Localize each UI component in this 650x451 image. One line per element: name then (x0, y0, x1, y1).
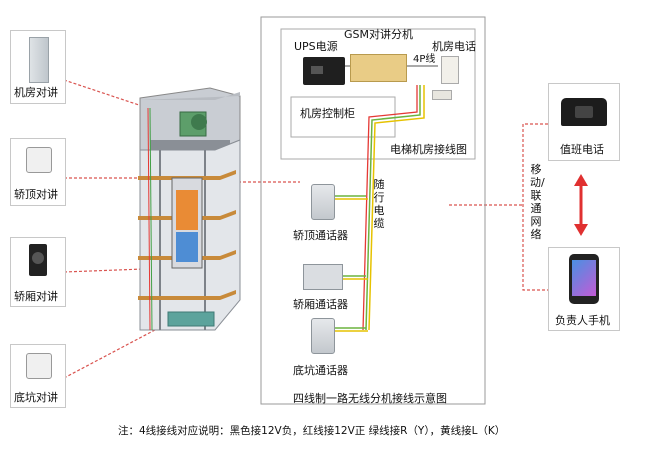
intercom-panel-icon (26, 147, 52, 173)
wall-speaker-icon (29, 37, 49, 83)
mobile-label: 负责人手机 (555, 314, 610, 327)
smartphone-icon (569, 254, 599, 304)
double-arrow (574, 174, 588, 236)
machine-room-frame (280, 28, 476, 160)
network-bracket (522, 123, 548, 291)
device-label: 底坑对讲 (14, 391, 58, 404)
phone-label: 机房电话 (432, 40, 476, 53)
device-machine-room: 机房对讲 (10, 30, 66, 104)
gsm-label: GSM对讲分机 (344, 28, 413, 41)
control-cabinet-label: 机房控制柜 (300, 107, 355, 120)
main-frame (260, 16, 486, 405)
wiring-note: 注：4线接线对应说明：黑色接12V负，红线接12V正 绿线接R（Y），黄线接L（… (118, 425, 506, 437)
pit-intercom-icon (311, 318, 335, 354)
device-car: 轿厢对讲 (10, 237, 66, 307)
gsm-module-icon (350, 54, 407, 82)
ups-label: UPS电源 (294, 40, 338, 53)
wall-phone-icon (441, 56, 459, 84)
leader-machine-room (63, 79, 149, 109)
four-wire-label: 4P线 (413, 54, 436, 65)
phone-base-icon (432, 90, 452, 100)
network-label: 移动/联通网络 (530, 163, 545, 241)
duty-phone-box: 值班电话 (548, 83, 620, 161)
intercom-label: 轿厢通话器 (293, 298, 348, 311)
device-label: 机房对讲 (14, 86, 58, 99)
device-label: 轿厢对讲 (14, 290, 58, 303)
intercom-label: 底坑通话器 (293, 364, 348, 377)
elevator-shaft (138, 87, 241, 331)
trailing-cable-label: 随行电缆 (373, 178, 385, 230)
car-intercom-box-icon (303, 264, 343, 290)
desk-phone-icon (561, 98, 607, 126)
ups-icon (303, 57, 345, 85)
duty-phone-label: 值班电话 (560, 143, 604, 156)
mobile-box: 负责人手机 (548, 247, 620, 331)
car-intercom-icon (29, 244, 47, 276)
device-car-top: 轿顶对讲 (10, 138, 66, 206)
car-top-intercom-icon (311, 184, 335, 220)
intercom-panel-icon (26, 353, 52, 379)
device-label: 轿顶对讲 (14, 188, 58, 201)
diagram-title: 四线制一路无线分机接线示意图 (293, 392, 447, 405)
machine-room-title: 电梯机房接线图 (390, 143, 467, 156)
leader-car (63, 267, 171, 273)
device-pit: 底坑对讲 (10, 344, 66, 408)
four-wire-bundle (330, 65, 438, 332)
intercom-label: 轿顶通话器 (293, 229, 348, 242)
